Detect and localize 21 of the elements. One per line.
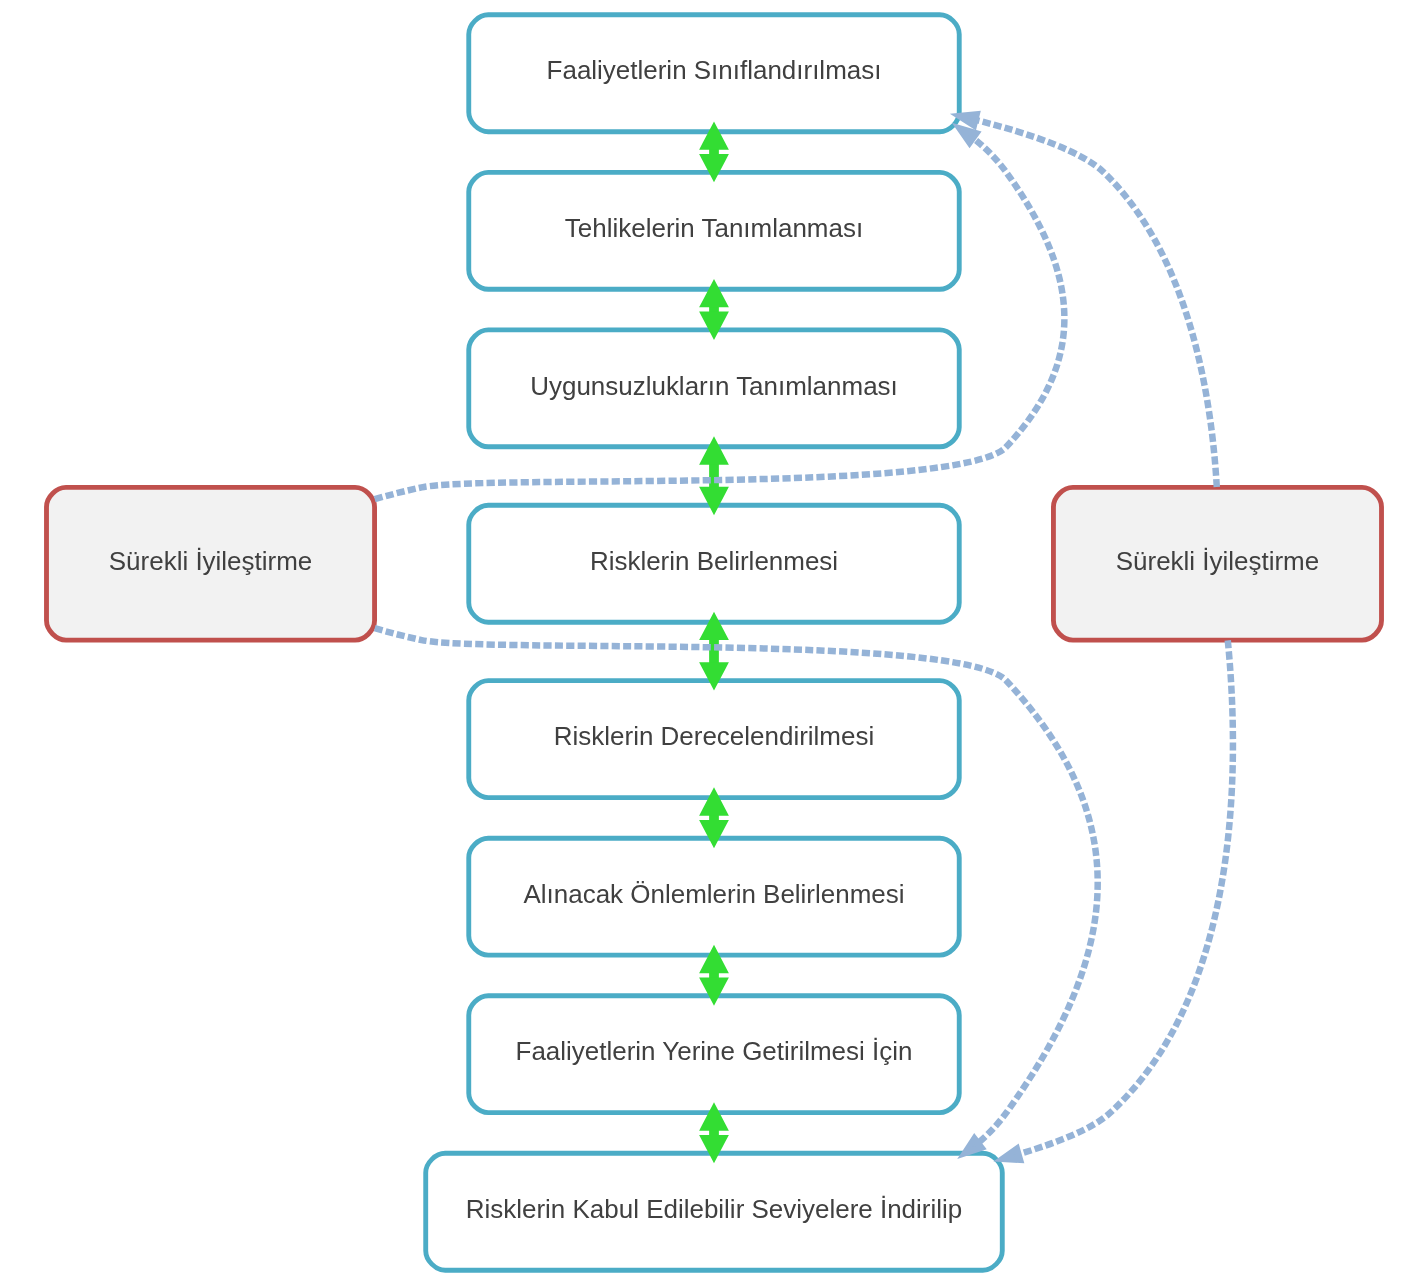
arrow bbox=[993, 640, 1237, 1164]
node-box: Risklerin Kabul Edilebilir Seviyelere İndirilip bbox=[423, 1150, 1005, 1273]
arrow bbox=[949, 110, 1221, 488]
arrow bbox=[699, 787, 729, 849]
arrow bbox=[699, 611, 729, 691]
arrow bbox=[699, 944, 729, 1006]
node-box: Faaliyetlerin Yerine Getirilmesi İçin bbox=[466, 993, 962, 1116]
arrow bbox=[699, 278, 729, 340]
arrow bbox=[373, 625, 1101, 1159]
node-box: Sürekli İyileştirme bbox=[1051, 484, 1384, 643]
node-box: Risklerin Belirlenmesi bbox=[466, 502, 962, 625]
node-box: Risklerin Derecelendirilmesi bbox=[466, 678, 962, 801]
arrow bbox=[699, 1102, 729, 1164]
node-box: Tehlikelerin Tanımlanması bbox=[466, 169, 962, 292]
arrow bbox=[373, 122, 1068, 503]
node-box: Alınacak Önlemlerin Belirlenmesi bbox=[466, 835, 962, 958]
node-box: Sürekli İyileştirme bbox=[44, 484, 377, 643]
node-box: Faaliyetlerin Sınıflandırılması bbox=[466, 12, 962, 135]
node-box: Uygunsuzlukların Tanımlanması bbox=[466, 327, 962, 450]
arrow bbox=[699, 436, 729, 516]
arrow bbox=[699, 121, 729, 183]
